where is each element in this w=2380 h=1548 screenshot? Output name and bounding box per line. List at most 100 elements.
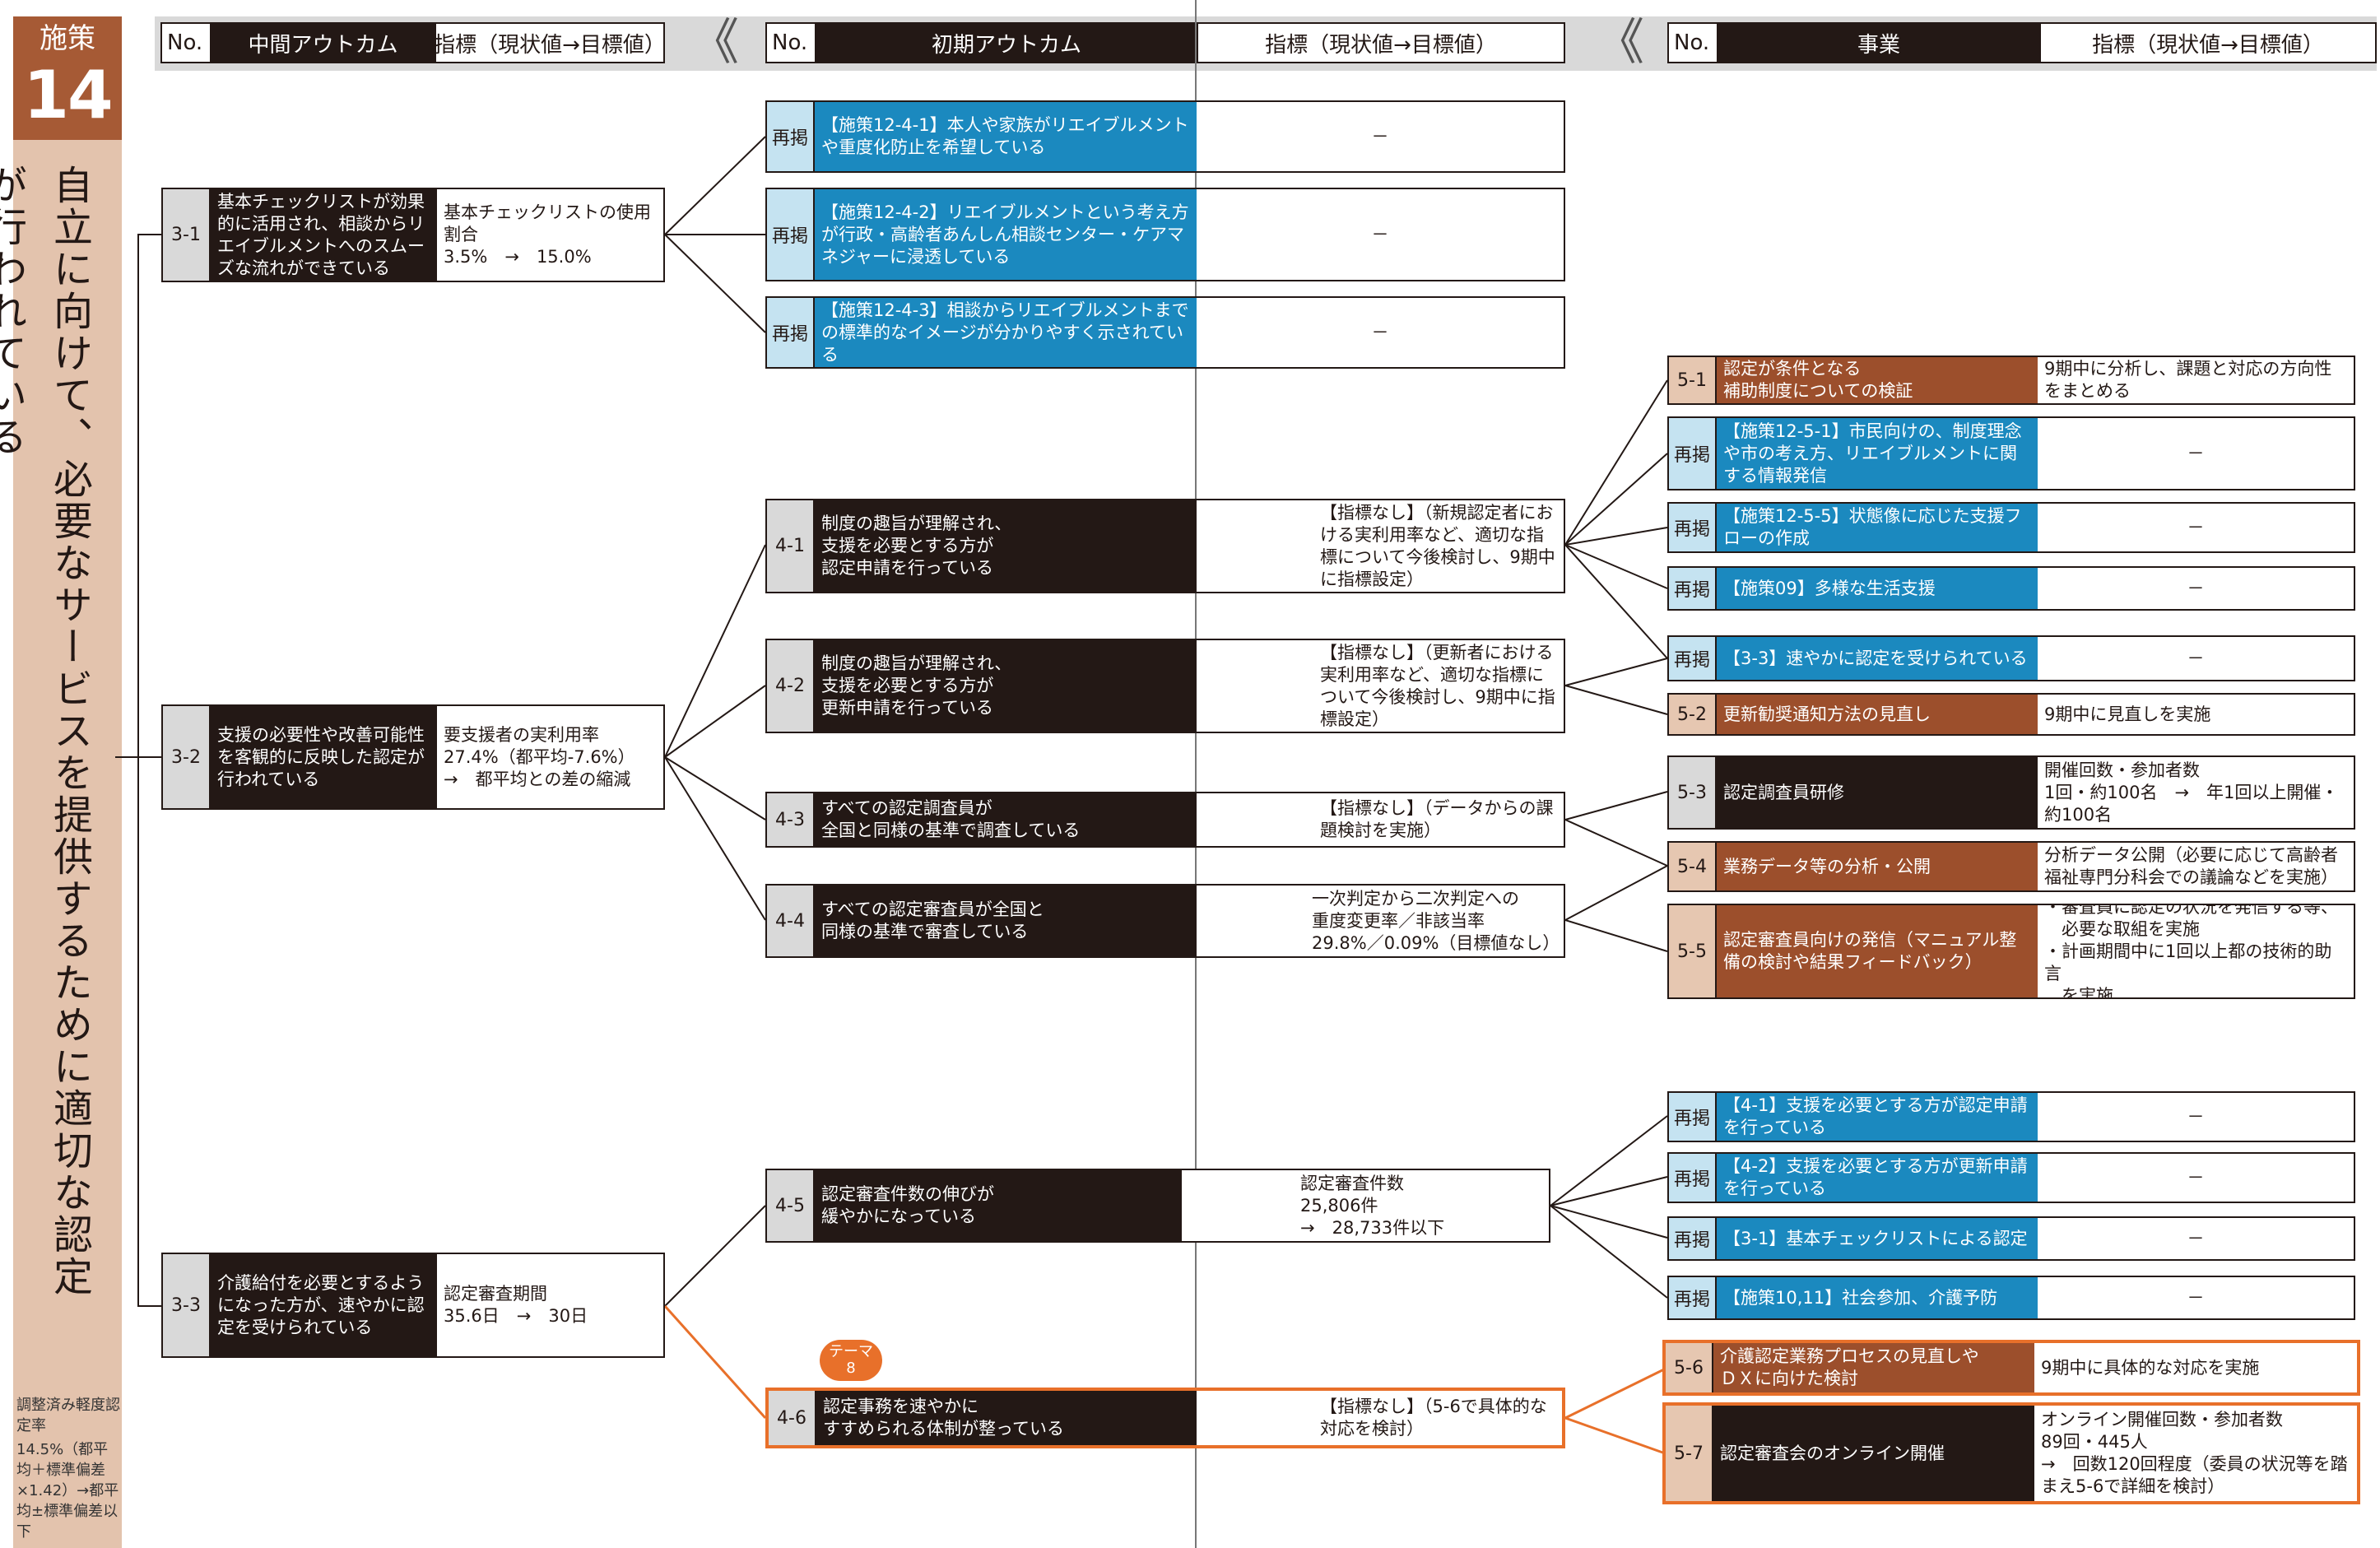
project-indicator: －	[2038, 1093, 2354, 1141]
init-outcome-number: 再掲	[767, 298, 815, 367]
project-row-highlight: 5-7 認定審査会のオンライン開催 オンライン開催回数・参加者数 89回・445…	[1662, 1402, 2360, 1504]
project-number: 5-7	[1666, 1406, 1713, 1501]
project-number: 再掲	[1669, 418, 1717, 489]
mid-outcome-row: 3-3 介護給付を必要とするようになった方が、速やかに認定を受けられている 認定…	[161, 1253, 665, 1358]
init-outcome-indicator: 【指標なし】（データからの課題検討を実施）	[1197, 793, 1564, 846]
init-outcome-number: 4-5	[767, 1170, 815, 1241]
init-outcome-indicator: －	[1197, 102, 1564, 171]
mid-outcome-indicator: 基本チェックリストの使用割合 3.5% → 15.0%	[437, 189, 663, 281]
init-outcome-row: 4-3 すべての認定調査員が 全国と同様の基準で調査している 【指標なし】（デー…	[765, 792, 1565, 848]
project-title: 業務データ等の分析・公開	[1717, 843, 2038, 890]
project-row: 再掲 【施策09】多様な生活支援 －	[1667, 566, 2355, 611]
mid-outcome-indicator: 要支援者の実利用率 27.4%（都平均-7.6%） → 都平均との差の縮減	[437, 706, 663, 808]
init-outcome-title: すべての認定調査員が 全国と同様の基準で調査している	[815, 793, 1197, 846]
project-row: 5-3 認定調査員研修 開催回数・参加者数 1回・約100名 → 年1回以上開催…	[1667, 755, 2355, 830]
project-title: 【3-1】基本チェックリストによる認定	[1717, 1218, 2038, 1259]
project-row: 再掲 【施策12-5-1】市民向けの、制度理念や市の考え方、リエイブルメントに関…	[1667, 416, 2355, 490]
mid-outcome-indicator: 認定審査期間 35.6日 → 30日	[437, 1254, 663, 1356]
project-row-highlight: 5-6 介護認定業務プロセスの見直しや ＤＸに向けた検討 9期中に具体的な対応を…	[1662, 1340, 2360, 1396]
init-outcome-title: 制度の趣旨が理解され、 支援を必要とする方が 更新申請を行っている	[815, 640, 1197, 732]
init-outcome-row-highlight: 4-6 認定事務を速やかに すすめられる体制が整っている 【指標なし】（5-6で…	[765, 1388, 1565, 1448]
project-indicator: オンライン開催回数・参加者数 89回・445人 → 回数120回程度（委員の状況…	[2034, 1406, 2357, 1501]
project-title: 認定審査員向けの発信（マニュアル整備の検討や結果フィードバック）	[1717, 905, 2038, 997]
project-number: 5-3	[1669, 757, 1717, 828]
project-row: 再掲 【3-1】基本チェックリストによる認定 －	[1667, 1216, 2355, 1261]
project-indicator: 9期中に分析し、課題と対応の方向性をまとめる	[2038, 357, 2354, 403]
header-init-title: 初期アウトカム	[815, 22, 1198, 63]
theme-badge: テーマ 8	[820, 1340, 882, 1381]
init-outcome-indicator: 【指標なし】（5-6で具体的な対応を検討）	[1197, 1391, 1562, 1445]
project-row: 再掲 【施策12-5-5】状態像に応じた支援フローの作成 －	[1667, 502, 2355, 553]
init-outcome-indicator: －	[1197, 298, 1564, 367]
project-title: 認定調査員研修	[1717, 757, 2038, 828]
project-indicator: 9期中に見直しを実施	[2038, 695, 2354, 734]
project-row: 5-2 更新勧奨通知方法の見直し 9期中に見直しを実施	[1667, 693, 2355, 736]
init-outcome-number: 4-1	[767, 500, 815, 592]
init-outcome-row: 4-1 制度の趣旨が理解され、 支援を必要とする方が 認定申請を行っている 【指…	[765, 499, 1565, 593]
project-row: 再掲 【4-1】支援を必要とする方が認定申請を行っている －	[1667, 1091, 2355, 1142]
header-proj-title: 事業	[1717, 22, 2041, 63]
init-outcome-title: すべての認定審査員が全国と 同様の基準で審査している	[815, 886, 1197, 956]
project-row: 再掲 【4-2】支援を必要とする方が更新申請を行っている －	[1667, 1152, 2355, 1203]
init-outcome-number: 4-3	[767, 793, 815, 846]
init-outcome-indicator: －	[1197, 189, 1564, 280]
project-title: 【3-3】速やかに認定を受けられている	[1717, 637, 2038, 680]
project-row: 5-5 認定審査員向けの発信（マニュアル整備の検討や結果フィードバック） ・審査…	[1667, 904, 2355, 999]
side-note-value: 14.5%（都平均＋標準偏差×1.42）→都平均±標準偏差以下	[16, 1441, 119, 1541]
init-outcome-row: 再掲 【施策12-4-2】リエイブルメントという考え方が行政・高齢者あんしん相談…	[765, 188, 1565, 281]
init-outcome-title: 【施策12-4-3】相談からリエイブルメントまでの標準的なイメージが分かりやすく…	[815, 298, 1197, 367]
header-proj-indicator: 指標（現状値→目標値）	[2039, 22, 2377, 63]
project-row: 5-4 業務データ等の分析・公開 分析データ公開（必要に応じて高齢者福祉専門分科…	[1667, 841, 2355, 892]
project-indicator: －	[2038, 568, 2354, 609]
init-outcome-row: 4-5 認定審査件数の伸びが 緩やかになっている 認定審査件数 25,806件 …	[765, 1169, 1550, 1243]
badge-number: 14	[23, 57, 113, 133]
project-number: 5-4	[1669, 843, 1717, 890]
init-outcome-number: 再掲	[767, 189, 815, 280]
init-outcome-title: 【施策12-4-1】本人や家族がリエイブルメントや重度化防止を希望している	[815, 102, 1197, 171]
project-title: 認定が条件となる 補助制度についての検証	[1717, 357, 2038, 403]
header-init-indicator: 指標（現状値→目標値）	[1197, 22, 1565, 63]
project-title: 更新勧奨通知方法の見直し	[1717, 695, 2038, 734]
project-row: 再掲 【3-3】速やかに認定を受けられている －	[1667, 635, 2355, 681]
init-outcome-title: 認定審査件数の伸びが 緩やかになっている	[815, 1170, 1182, 1241]
mid-outcome-number: 3-2	[163, 706, 211, 808]
mid-outcome-row: 3-1 基本チェックリストが効果的に活用され、相談からリエイブルメントへのスムー…	[161, 188, 665, 282]
policy-badge: 施策 14	[13, 16, 122, 140]
badge-label: 施策	[40, 22, 95, 55]
project-indicator: －	[2038, 1277, 2354, 1318]
project-title: 認定審査会のオンライン開催	[1713, 1406, 2034, 1501]
project-indicator: ・審査員に認定の状況を発信する等、 必要な取組を実施 ・計画期間中に1回以上都の…	[2038, 905, 2354, 997]
side-panel	[13, 16, 122, 1548]
project-number: 5-1	[1669, 357, 1717, 403]
project-title: 【施策12-5-5】状態像に応じた支援フローの作成	[1717, 504, 2038, 551]
init-outcome-row: 4-2 制度の趣旨が理解され、 支援を必要とする方が 更新申請を行っている 【指…	[765, 639, 1565, 733]
init-outcome-row: 再掲 【施策12-4-1】本人や家族がリエイブルメントや重度化防止を希望している…	[765, 100, 1565, 173]
mid-outcome-number: 3-1	[163, 189, 211, 281]
project-indicator: 開催回数・参加者数 1回・約100名 → 年1回以上開催・約100名	[2038, 757, 2354, 828]
project-indicator: 分析データ公開（必要に応じて高齢者福祉専門分科会での議論などを実施）	[2038, 843, 2354, 890]
project-title: 【施策09】多様な生活支援	[1717, 568, 2038, 609]
project-number: 再掲	[1669, 568, 1717, 609]
project-title: 【施策12-5-1】市民向けの、制度理念や市の考え方、リエイブルメントに関する情…	[1717, 418, 2038, 489]
header-mid-title: 中間アウトカム	[210, 22, 436, 63]
project-number: 再掲	[1669, 1154, 1717, 1202]
init-outcome-indicator: 【指標なし】（更新者における実利用率など、適切な指標について今後検討し、9期中に…	[1197, 640, 1564, 732]
project-number: 再掲	[1669, 504, 1717, 551]
project-number: 再掲	[1669, 637, 1717, 680]
mid-outcome-title: 介護給付を必要とするようになった方が、速やかに認定を受けられている	[211, 1254, 437, 1356]
project-title: 【施策10,11】社会参加、介護予防	[1717, 1277, 2038, 1318]
init-outcome-row: 再掲 【施策12-4-3】相談からリエイブルメントまでの標準的なイメージが分かり…	[765, 296, 1565, 369]
project-number: 再掲	[1669, 1277, 1717, 1318]
init-outcome-row: 4-4 すべての認定審査員が全国と 同様の基準で審査している 一次判定から二次判…	[765, 884, 1565, 958]
init-outcome-number: 4-4	[767, 886, 815, 956]
side-note: 調整済み軽度認定率 14.5%（都平均＋標準偏差×1.42）→都平均±標準偏差以…	[16, 1395, 122, 1546]
mid-outcome-row: 3-2 支援の必要性や改善可能性を客観的に反映した認定が行われている 要支援者の…	[161, 704, 665, 810]
init-outcome-title: 制度の趣旨が理解され、 支援を必要とする方が 認定申請を行っている	[815, 500, 1197, 592]
header-proj-no: No.	[1667, 22, 1718, 63]
project-indicator: －	[2038, 1154, 2354, 1202]
init-outcome-indicator: 【指標なし】（新規認定者における実利用率など、適切な指標について今後検討し、9期…	[1197, 500, 1564, 592]
project-indicator: －	[2038, 504, 2354, 551]
project-indicator: －	[2038, 1218, 2354, 1259]
project-title: 介護認定業務プロセスの見直しや ＤＸに向けた検討	[1713, 1343, 2034, 1392]
